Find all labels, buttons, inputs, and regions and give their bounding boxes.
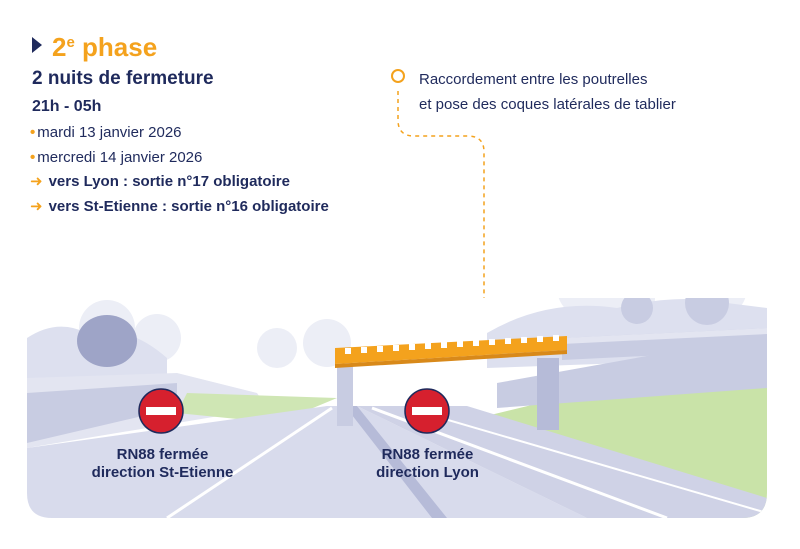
phase-word: phase xyxy=(74,32,158,62)
sign-label-line-1: RN88 fermée xyxy=(116,446,209,463)
date-item: •mardi 13 janvier 2026 xyxy=(30,124,182,142)
date-text: mardi 13 janvier 2026 xyxy=(37,124,182,141)
phase-title-row: 2e phase xyxy=(32,28,157,62)
direction-text: vers St-Etienne : sortie n°16 obligatoir… xyxy=(48,198,329,215)
leader-line xyxy=(397,91,485,335)
sign-label-line-1: RN88 fermée xyxy=(381,446,474,463)
direction-text: vers Lyon : sortie n°17 obligatoire xyxy=(48,173,290,190)
no-entry-sign-icon xyxy=(404,388,450,434)
dot-icon: • xyxy=(30,124,36,141)
dot-icon: • xyxy=(30,149,36,166)
sign-label-line-2: direction St-Etienne xyxy=(91,464,234,481)
arrow-right-icon: ➜ xyxy=(30,173,43,190)
circle-outline-icon xyxy=(391,69,405,83)
arrow-right-icon: ➜ xyxy=(30,198,43,215)
annotation-text: Raccordement entre les poutrelles et pos… xyxy=(419,67,676,117)
direction-item: ➜ vers St-Etienne : sortie n°16 obligatoi… xyxy=(30,198,329,216)
phase-suffix: e xyxy=(66,34,75,51)
phase-number: 2 xyxy=(52,32,67,62)
date-text: mercredi 14 janvier 2026 xyxy=(37,149,203,166)
phase-title: 2e phase xyxy=(52,28,157,62)
closure-nights: 2 nuits de fermeture xyxy=(32,68,214,89)
direction-item: ➜ vers Lyon : sortie n°17 obligatoire xyxy=(30,173,290,191)
date-item: •mercredi 14 janvier 2026 xyxy=(30,149,202,167)
no-entry-sign-icon xyxy=(138,388,184,434)
sign-label-lyon: RN88 fermée direction Lyon xyxy=(340,446,515,482)
annotation-line-2: et pose des coques latérales de tablier xyxy=(419,96,676,113)
annotation-line-1: Raccordement entre les poutrelles xyxy=(419,71,648,88)
sign-label-st-etienne: RN88 fermée direction St-Etienne xyxy=(60,446,265,482)
closure-hours: 21h - 05h xyxy=(32,98,102,115)
sign-label-line-2: direction Lyon xyxy=(376,464,479,481)
triangle-right-icon xyxy=(32,37,42,53)
